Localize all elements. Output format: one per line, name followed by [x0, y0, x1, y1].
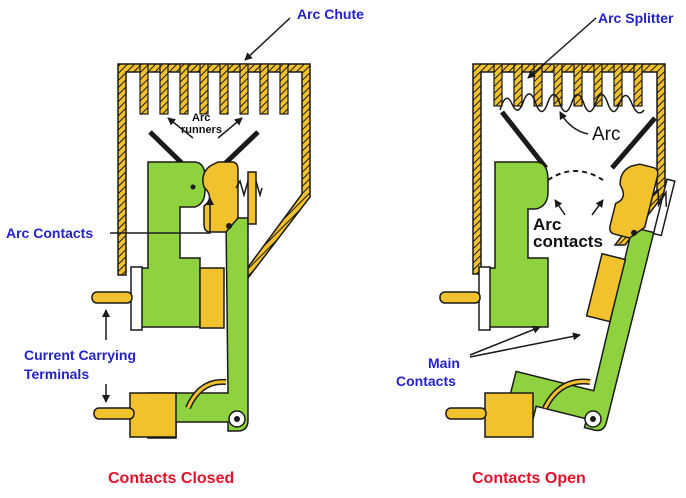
arc-waveform [499, 93, 645, 114]
arc-contacts-arrow-right [591, 199, 604, 216]
terminal-pin-lower-open [445, 407, 487, 420]
arc-label: Arc [592, 124, 621, 145]
main-contacts-leader-upper [469, 325, 541, 356]
arc-splitter-label: Arc Splitter [598, 10, 674, 26]
terminal-pin-upper-closed [91, 291, 133, 304]
caption-contacts-closed: Contacts Closed [108, 470, 235, 487]
arc-contacts-open-line1: Arc [533, 215, 562, 234]
arc-chute-leader [244, 17, 291, 61]
arc-splitter-leader [527, 17, 597, 79]
terminal-lower-block-open [484, 392, 534, 438]
arc-runner-arrow-right [217, 117, 243, 139]
closed-breaker [91, 17, 311, 439]
fixed-contact-body-closed [139, 161, 206, 328]
arc-gap-dashed [547, 170, 604, 181]
arc-runners-label-line2: runners [181, 124, 222, 136]
main-moving-contact-open [585, 252, 627, 323]
terminal-lower-block-closed [129, 392, 177, 438]
arc-contacts-label: Arc Contacts [6, 225, 94, 241]
terminal-pin-upper-open [439, 291, 481, 304]
arc-leader [559, 111, 589, 135]
caption-contacts-open: Contacts Open [472, 470, 586, 487]
terminal-pin-lower-closed [93, 407, 135, 420]
arc-contacts-arrow-left [554, 199, 566, 216]
arc-chute-closed [117, 63, 311, 279]
main-fixed-contact-closed [199, 267, 225, 329]
arc-chute-label: Arc Chute [297, 6, 364, 22]
arc-contacts-leader [110, 197, 214, 234]
current-carrying-label: Current Carrying [24, 347, 137, 363]
arc-runner-arrow-left [167, 117, 194, 139]
main-contacts-label-line2: Contacts [396, 373, 456, 389]
moving-arc-contact-open [609, 163, 659, 239]
terminals-label: Terminals [24, 366, 90, 382]
open-breaker [439, 17, 676, 438]
moving-arc-contact-closed [202, 161, 239, 233]
fixed-contact-body-open [487, 161, 549, 328]
arc-contacts-open-line2: contacts [533, 232, 603, 251]
main-contacts-leader-lower [469, 332, 581, 358]
arc-runners-label-line1: Arc [192, 112, 211, 124]
main-contacts-label-line1: Main [428, 355, 460, 371]
